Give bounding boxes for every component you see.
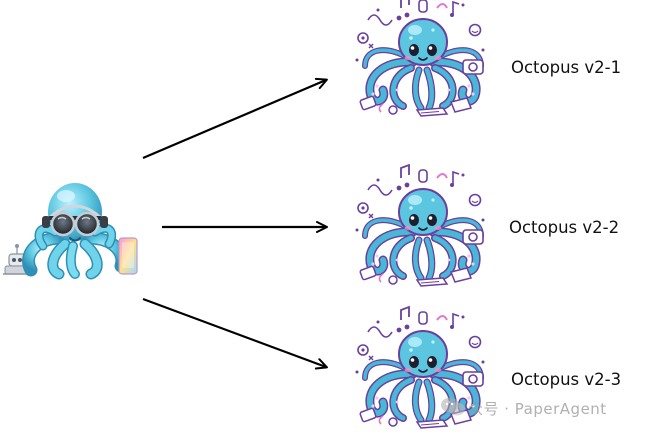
source-octopus-illustration <box>3 183 138 280</box>
arrow-to-v3 <box>142 297 328 370</box>
label-octopus-v2-1: Octopus v2-1 <box>511 58 622 77</box>
arrow-to-v1 <box>142 77 328 160</box>
watermark-text: 众号 · PaperAgent <box>468 400 607 418</box>
octopus-v2-1-illustration <box>356 0 485 116</box>
wechat-icon <box>441 397 465 416</box>
label-octopus-v2-3: Octopus v2-3 <box>511 370 622 389</box>
octopus-v2-2-illustration <box>356 165 485 286</box>
phone-icon <box>118 237 138 275</box>
label-octopus-v2-2: Octopus v2-2 <box>509 218 620 237</box>
